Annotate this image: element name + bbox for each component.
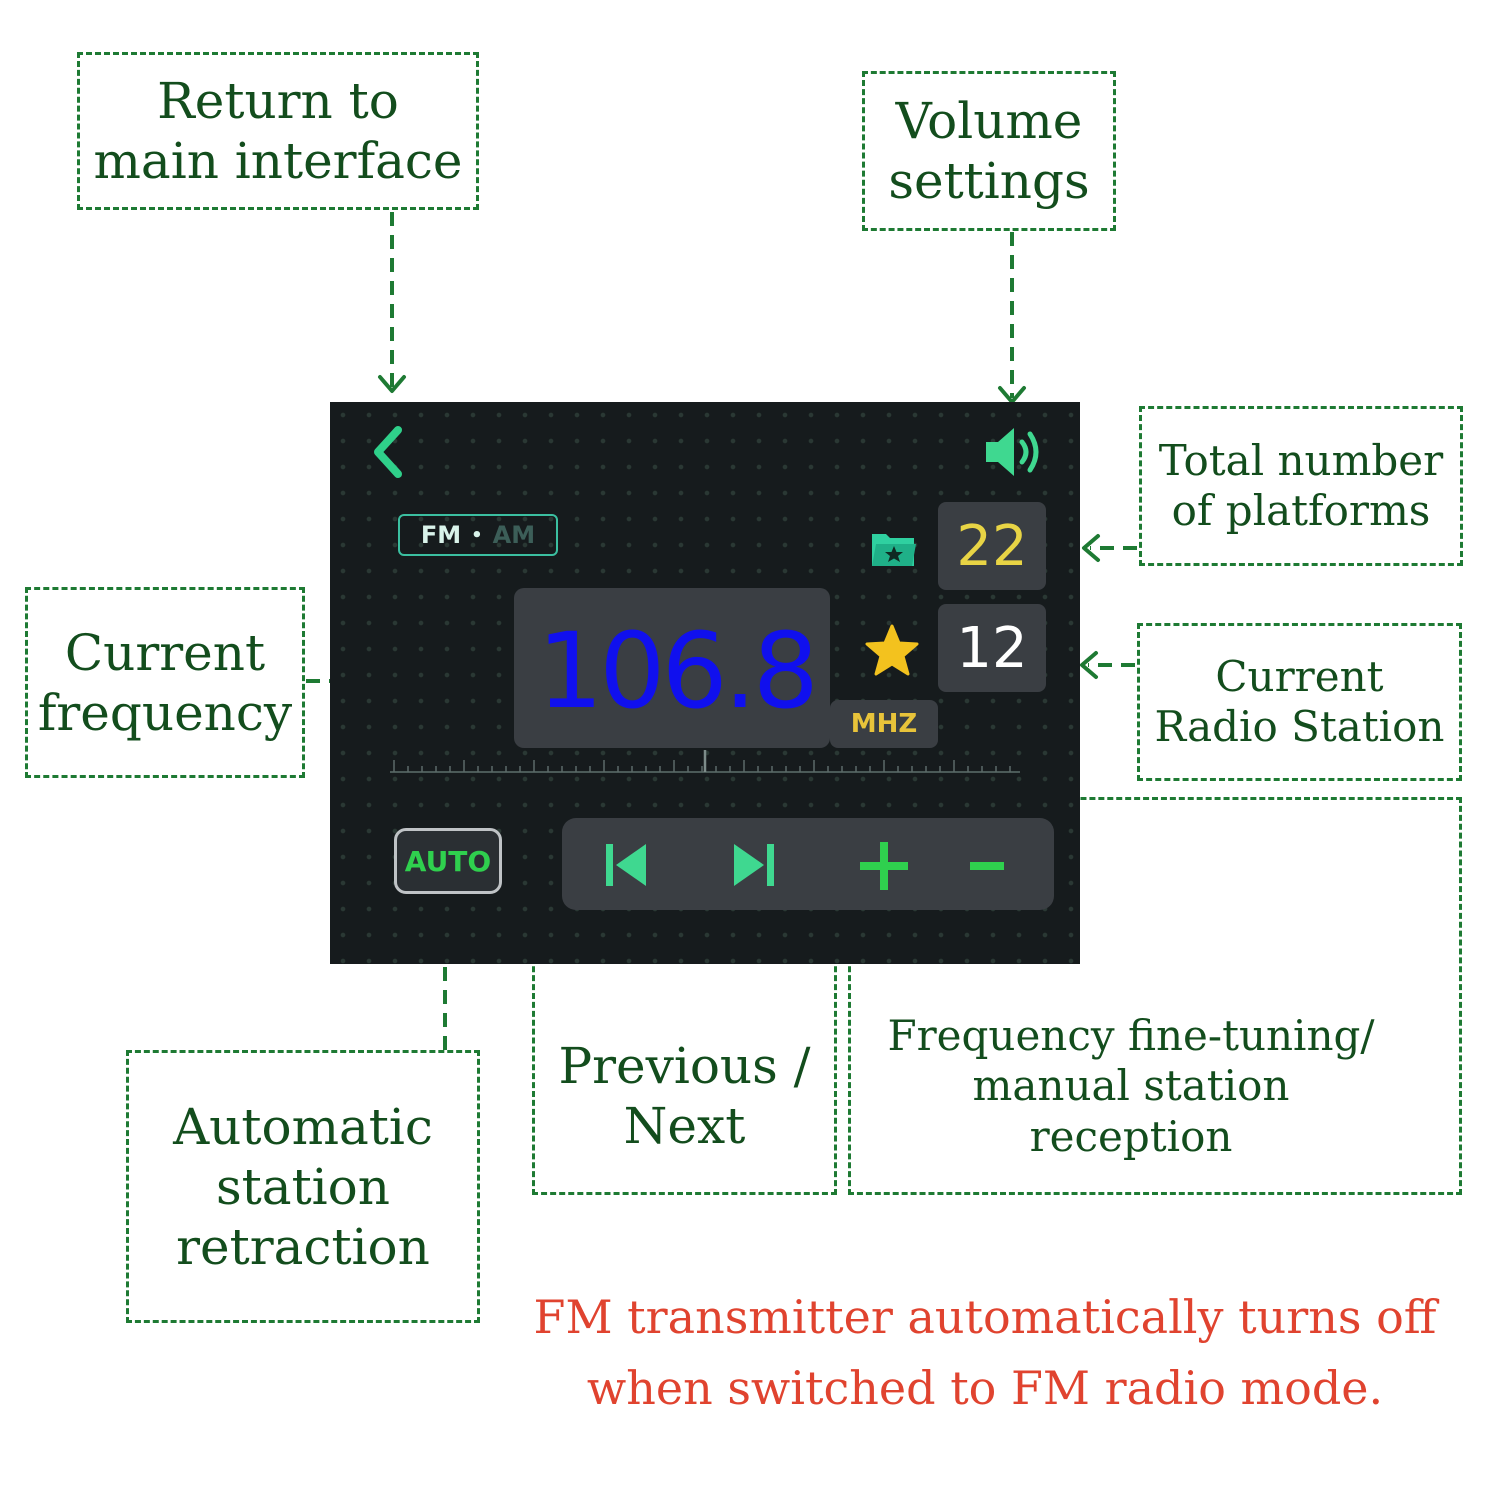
callout-return-line-1: Return to <box>157 72 399 130</box>
callout-frequency-line-2: frequency <box>37 683 293 742</box>
band-selector[interactable]: FM • AM <box>398 514 558 556</box>
callout-frequency-line-1: Current <box>64 623 266 682</box>
playback-controls <box>562 818 1054 910</box>
note-line-2: when switched to FM radio mode. <box>586 1361 1384 1416</box>
callout-current-station: Current Radio Station <box>1137 623 1462 781</box>
frequency-display: 106.8 <box>537 610 819 732</box>
plus-icon[interactable] <box>856 838 912 894</box>
frequency-unit-badge: MHZ <box>830 700 938 748</box>
next-track-icon[interactable] <box>728 840 778 890</box>
band-separator: • <box>471 524 483 546</box>
back-chevron-icon[interactable] <box>368 424 408 480</box>
callout-fine-line-1: Frequency fine-tuning/ <box>887 1010 1375 1060</box>
callout-auto-line-3: retraction <box>176 1217 430 1276</box>
band-am-label[interactable]: AM <box>492 521 536 549</box>
star-icon <box>865 624 919 676</box>
callout-fine-tuning: Frequency fine-tuning/ manual station re… <box>848 797 1462 1195</box>
callout-station-line-1: Current <box>1215 651 1384 701</box>
callout-prevnext-line-1: Previous / <box>558 1037 811 1095</box>
total-platforms-count: 22 <box>938 502 1046 590</box>
fm-transmitter-note: FM transmitter automatically turns off w… <box>480 1282 1490 1425</box>
arrowhead-station <box>1080 651 1098 679</box>
current-station-count: 12 <box>938 604 1046 692</box>
band-fm-label[interactable]: FM <box>420 521 462 549</box>
arrowhead-total <box>1082 534 1100 562</box>
previous-track-icon[interactable] <box>602 840 652 890</box>
callout-station-line-2: Radio Station <box>1154 702 1445 751</box>
callout-auto-line-2: station <box>216 1157 390 1216</box>
callout-return-to-main: Return to main interface <box>77 52 479 210</box>
callout-volume-line-2: settings <box>888 152 1090 210</box>
arrowhead-volume <box>998 386 1026 404</box>
callout-volume-line-1: Volume <box>895 92 1083 150</box>
callout-return-line-2: main interface <box>93 132 463 190</box>
radio-screen: FM • AM 22 12 106.8 MHZ AUTO <box>330 402 1080 964</box>
callout-fine-line-3: reception <box>1029 1111 1233 1161</box>
auto-scan-button[interactable]: AUTO <box>394 828 502 894</box>
speaker-volume-icon[interactable] <box>978 420 1048 484</box>
callout-previous-next: Previous / Next <box>532 797 837 1195</box>
callout-total-line-2: of platforms <box>1171 486 1431 535</box>
note-line-1: FM transmitter automatically turns off <box>533 1290 1437 1344</box>
callout-volume-settings: Volume settings <box>862 71 1116 231</box>
minus-icon[interactable] <box>966 838 1010 894</box>
callout-automatic-retraction: Automatic station retraction <box>126 1050 480 1323</box>
arrowhead-return <box>378 375 406 393</box>
frequency-panel <box>514 588 830 748</box>
callout-fine-line-2: manual station <box>972 1061 1290 1111</box>
callout-current-frequency: Current frequency <box>25 587 305 778</box>
tuner-scale[interactable] <box>390 748 1020 778</box>
folder-star-icon <box>872 534 916 566</box>
callout-prevnext-line-2: Next <box>623 1097 746 1155</box>
callout-total-line-1: Total number <box>1158 435 1444 485</box>
callout-auto-line-1: Automatic <box>173 1097 433 1156</box>
callout-total-platforms: Total number of platforms <box>1139 406 1463 566</box>
